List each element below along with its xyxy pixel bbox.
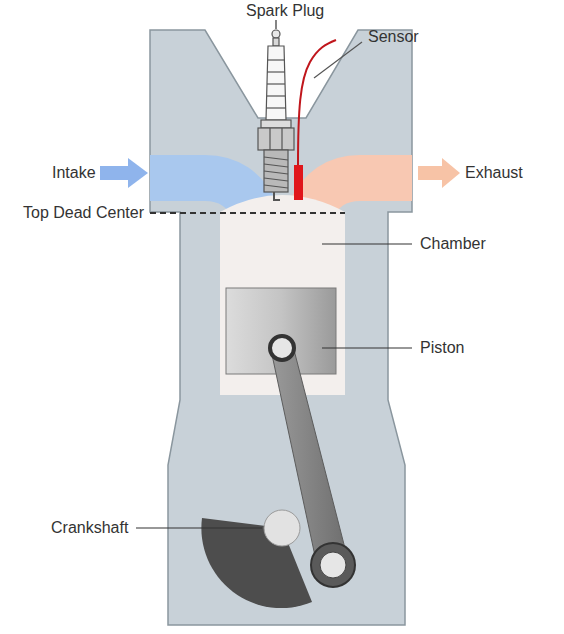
exhaust-arrow — [418, 158, 460, 188]
exhaust-label: Exhaust — [465, 163, 523, 182]
spark-plug-label: Spark Plug — [246, 1, 324, 20]
tdc-label: Top Dead Center — [23, 203, 144, 222]
spark-plug — [258, 30, 294, 200]
crankshaft-leader — [136, 527, 262, 528]
intake-arrow — [100, 158, 148, 188]
sensor-label: Sensor — [368, 27, 419, 46]
crankshaft-label: Crankshaft — [51, 518, 128, 537]
piston-leader — [322, 347, 412, 348]
crank-pin-bore — [320, 552, 346, 578]
sensor-leader — [314, 42, 362, 78]
chamber-leader — [322, 243, 412, 244]
engine-block — [150, 30, 412, 625]
crank-pin — [311, 543, 355, 587]
chamber-label: Chamber — [420, 234, 486, 253]
crank-journal — [264, 510, 300, 546]
tdc-line — [150, 212, 345, 214]
piston-pin — [270, 336, 294, 360]
sensor-wire — [298, 40, 336, 166]
spark-plug-leader — [275, 20, 276, 29]
intake-label: Intake — [52, 163, 96, 182]
piston-label: Piston — [420, 338, 464, 357]
piston — [226, 288, 336, 374]
sensor-body — [294, 165, 303, 200]
